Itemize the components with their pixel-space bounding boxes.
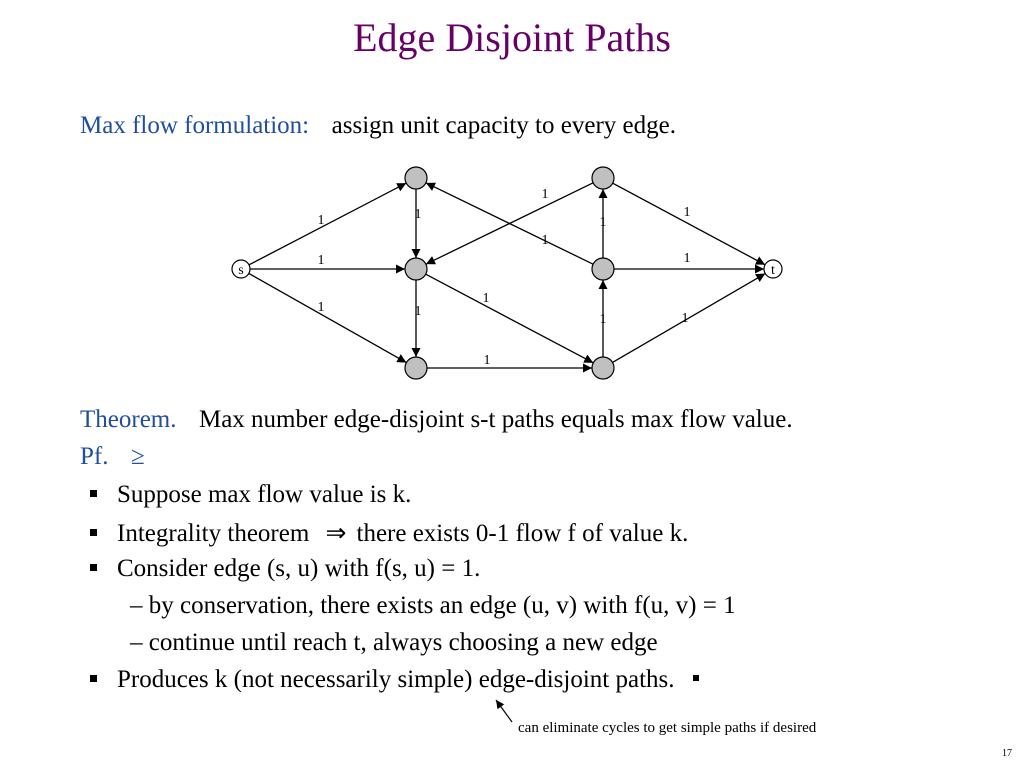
bullet-4: Produces k (not necessarily simple) edge… [90,666,699,694]
bullet-text: Suppose max flow value is k. [117,481,412,508]
annotation-arrow [495,699,513,723]
capacity-label: 1 [318,300,325,315]
node-t [763,259,783,279]
capacity-label: 1 [484,353,491,368]
bullet-text: Produces k (not necessarily simple) edge… [117,666,675,693]
sub-item-2: – continue until reach t, always choosin… [130,629,658,656]
bullet-text: Consider edge (s, u) with f(s, u) = 1. [117,555,481,582]
theorem-text: Max number edge-disjoint s-t paths equal… [198,406,793,433]
capacity-label: 1 [542,187,549,202]
proof-symbol: ≥ [130,443,145,470]
edge-n5-n3 [425,182,594,265]
capacity-label: 1 [415,304,422,319]
bullet-marker [90,528,97,536]
node-n7 [591,356,615,380]
node-n2 [404,166,428,190]
theorem-label: Theorem. [80,406,177,433]
capacity-label: 1 [483,291,490,306]
capacity-label: 1 [684,205,691,220]
bullet-marker [90,674,97,682]
qed-square [692,675,699,682]
edge-labels: 1 1 1 1 1 1 1 1 1 1 1 1 1 1 [318,187,691,368]
bullet-text: Integrality theorem [117,520,310,547]
bullet-text-rest: there exists 0-1 flow f of value k. [356,520,689,547]
subtitle-rest: assign unit capacity to every edge. [331,112,676,139]
bullet-2: Integrality theorem ⇒ there exists 0-1 fl… [90,518,688,548]
proof-label: Pf. [80,443,109,470]
node-n3 [404,257,428,281]
slide-title: Edge Disjoint Paths [353,15,671,60]
edge-n7-t [612,272,766,364]
node-n4 [404,356,428,380]
capacity-label: 1 [682,311,689,326]
capacity-label: 1 [318,213,325,228]
node-n6 [591,257,615,281]
capacity-label: 1 [600,215,607,230]
capacity-label: 1 [684,251,691,266]
bullet-1: Suppose max flow value is k. [90,481,411,509]
node-s [231,259,251,279]
implies-symbol: ⇒ [325,520,347,547]
annotation-note: can eliminate cycles to get simple paths… [518,720,817,736]
capacity-label: 1 [600,312,607,327]
subtitle: Max flow formulation: assign unit capaci… [80,112,676,140]
capacity-label: 1 [318,253,325,268]
edge-n5-t [612,182,766,266]
node-label-s: s [238,263,243,278]
node-label-t: t [771,263,775,278]
node-n5 [591,166,615,190]
subtitle-lead: Max flow formulation: [80,112,310,139]
edge-s-n2 [248,182,407,266]
capacity-label: 1 [415,207,422,222]
theorem-line: Theorem. Max number edge-disjoint s-t pa… [80,406,793,434]
sub-item-1: – by conservation, there exists an edge … [130,592,736,619]
edge-s-n4 [248,272,407,364]
proof-line: Pf. ≥ [80,443,145,471]
page-number: 17 [1002,748,1012,759]
bullet-marker [90,489,97,497]
bullet-3: Consider edge (s, u) with f(s, u) = 1. [90,555,480,583]
edges [248,182,766,373]
bullet-marker [90,563,97,571]
edge-n3-n7 [425,273,594,364]
capacity-label: 1 [542,233,549,248]
